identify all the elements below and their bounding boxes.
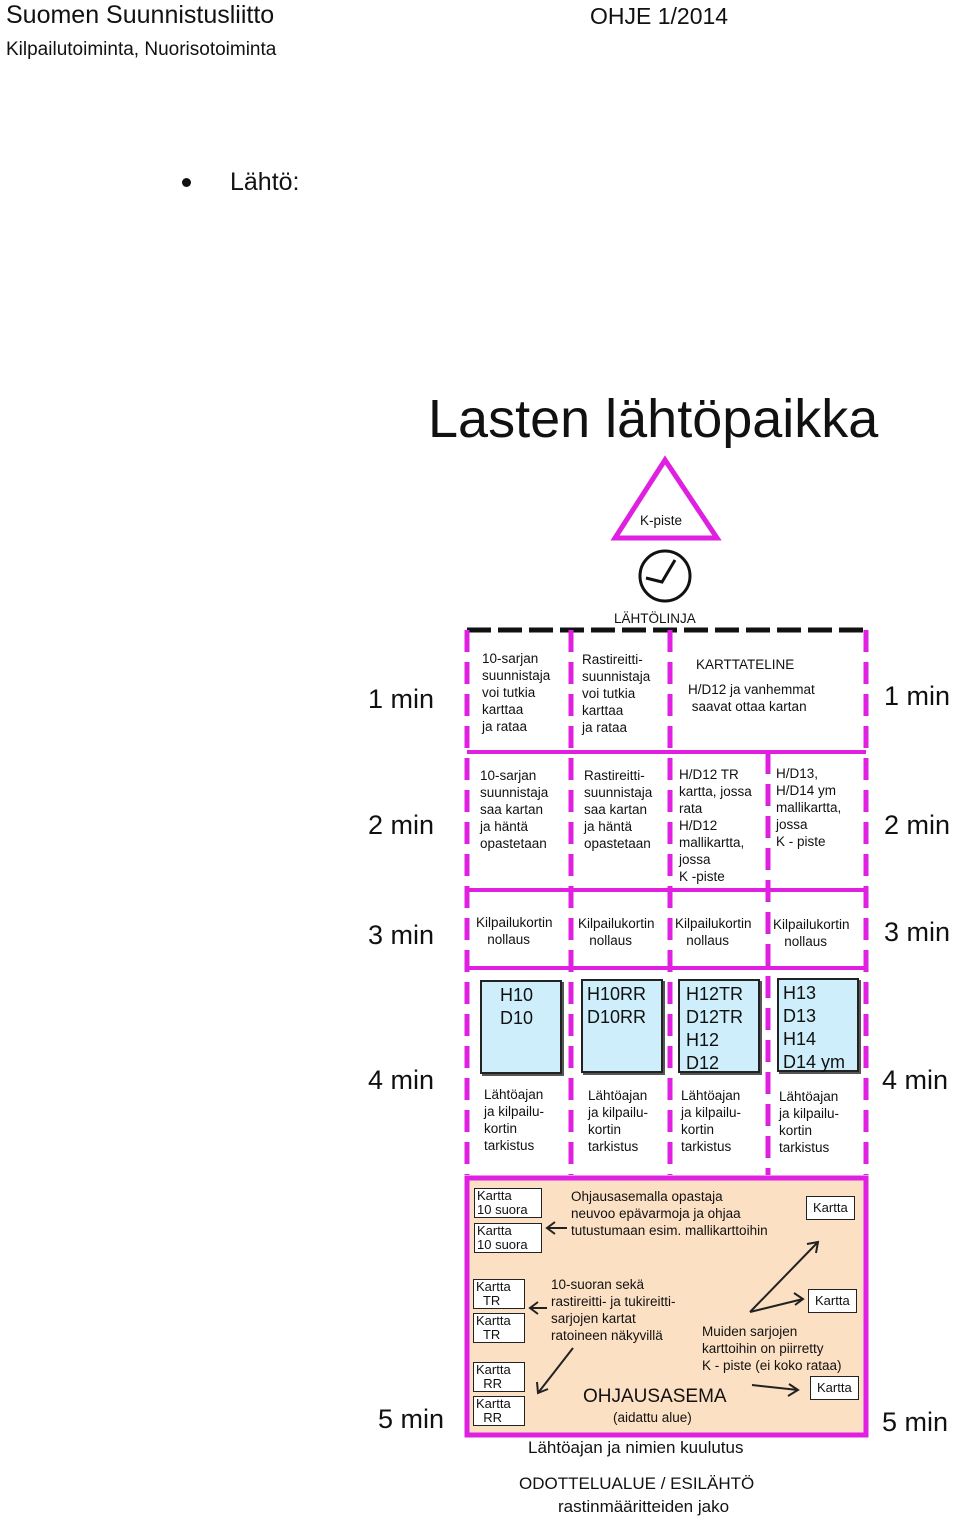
map-box-h10rr-text: H10RR D10RR (587, 984, 647, 1027)
map-rack-title: KARTTATELINE (696, 657, 795, 672)
time-label-left-2: 2 min (368, 810, 435, 840)
row3-lane3-text: Kilpailukortin nollaus (675, 916, 752, 948)
time-label-right-4: 4 min (882, 1065, 949, 1095)
time-label-left-3: 3 min (368, 920, 435, 950)
map-box-h12-text: H12TR D12TR H12 D12 (686, 984, 744, 1073)
time-label-left-4: 4 min (368, 1065, 435, 1095)
kartta-10-suora-2: Kartta 10 suora (474, 1223, 542, 1253)
row4-lane2-check: Lähtöajan ja kilpailu- kortin tarkistus (588, 1088, 649, 1154)
map-box-h13-text: H13 D13 H14 D14 ym (783, 983, 846, 1072)
header-subtitle: Kilpailutoiminta, Nuorisotoiminta (6, 39, 277, 60)
time-label-right-1: 1 min (884, 681, 951, 711)
map-box-h10: H10 D10 (480, 980, 562, 1074)
row3-lane4-text: Kilpailukortin nollaus (773, 917, 850, 949)
row3-lane1-text: Kilpailukortin nollaus (476, 915, 553, 947)
row3-lane2-text: Kilpailukortin nollaus (578, 916, 655, 948)
kartta-right-2: Kartta (808, 1289, 857, 1313)
row2-lane1-text: 10-sarjan suunnistaja saa kartan ja hänt… (480, 768, 549, 851)
k-piste-triangle (610, 455, 722, 541)
kartta-10-suora-1: Kartta 10 suora (474, 1188, 542, 1218)
row2-lane3-text: H/D12 TR kartta, jossa rata H/D12 mallik… (679, 767, 752, 884)
station-maps-note: 10-suoran sekä rastireitti- ja tukireitt… (551, 1277, 676, 1343)
waiting-area-text: ODOTTELUALUE / ESILÄHTÖ (519, 1474, 755, 1493)
row1-lane1-text: 10-sarjan suunnistaja voi tutkia karttaa… (482, 651, 551, 734)
map-rack-text: H/D12 ja vanhemmat saavat ottaa kartan (688, 682, 815, 714)
bullet-dot (182, 178, 191, 187)
header-document-id: OHJE 1/2014 (590, 3, 729, 29)
row2-lane2-text: Rastireitti- suunnistaja saa kartan ja h… (584, 768, 653, 851)
kartta-tr-2: Kartta TR (473, 1313, 525, 1343)
kartta-right-1: Kartta (806, 1196, 855, 1220)
time-label-left-5: 5 min (378, 1404, 445, 1434)
time-label-right-3: 3 min (884, 917, 951, 947)
kartta-rr-2: Kartta RR (473, 1396, 525, 1426)
header-organization: Suomen Suunnistusliitto (6, 1, 275, 29)
row2-lane4-text: H/D13, H/D14 ym mallikartta, jossa K - p… (776, 766, 842, 849)
kartta-tr-1: Kartta TR (473, 1279, 525, 1309)
map-box-h13: H13 D13 H14 D14 ym (777, 978, 859, 1072)
row1-lane2-text: Rastireitti- suunnistaja voi tutkia kart… (582, 652, 651, 735)
k-piste-label: K-piste (640, 513, 683, 528)
kartta-rr-1: Kartta RR (473, 1362, 525, 1392)
row4-lane1-check: Lähtöajan ja kilpailu- kortin tarkistus (484, 1087, 545, 1153)
time-label-right-2: 2 min (884, 810, 951, 840)
clock-icon (638, 549, 692, 603)
map-box-h10rr: H10RR D10RR (581, 979, 663, 1073)
arrows (528, 1221, 820, 1397)
row4-lane3-check: Lähtöajan ja kilpailu- kortin tarkistus (681, 1088, 742, 1154)
time-label-right-5: 5 min (882, 1407, 949, 1437)
time-label-left-1: 1 min (368, 684, 435, 714)
station-advisor-text: Ohjausasemalla opastaja neuvoo epävarmoj… (571, 1189, 768, 1238)
row4-lane4-check: Lähtöajan ja kilpailu- kortin tarkistus (779, 1089, 840, 1155)
map-box-h12: H12TR D12TR H12 D12 (678, 979, 760, 1073)
station-name: OHJAUSASEMA (583, 1386, 727, 1407)
start-line-label: LÄHTÖLINJA (614, 611, 696, 626)
announce-text: Lähtöajan ja nimien kuulutus (528, 1438, 744, 1457)
kartta-right-3: Kartta (810, 1376, 859, 1400)
diagram-title: Lasten lähtöpaikka (428, 389, 879, 449)
bullet-text: Lähtö: (230, 168, 300, 196)
station-fenced: (aidattu alue) (613, 1410, 692, 1425)
station-others-note: Muiden sarjojen karttoihin on piirretty … (702, 1324, 842, 1373)
bib-distribution-text: rastinmääritteiden jako (558, 1497, 730, 1516)
map-box-h10-text: H10 D10 (500, 985, 534, 1028)
